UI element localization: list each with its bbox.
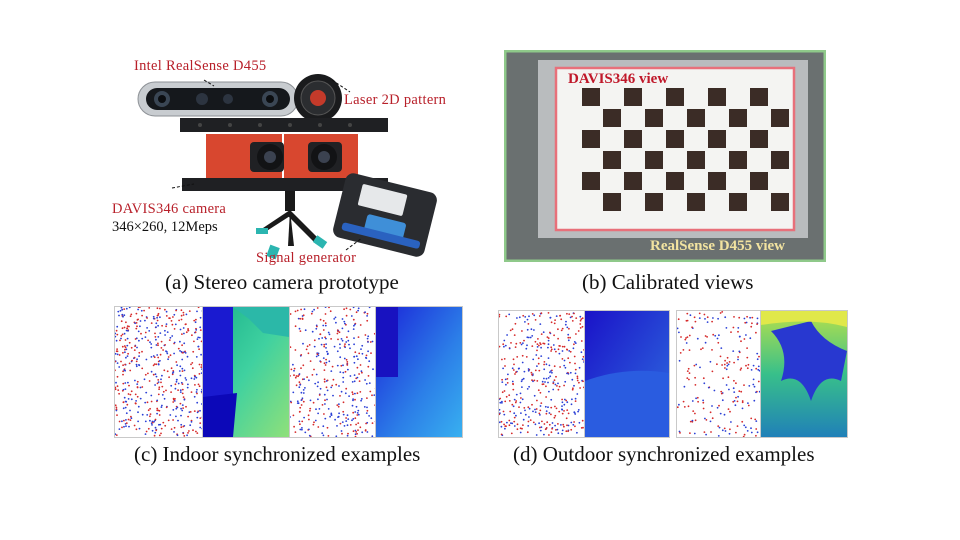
indoor-depth-image-2 [375, 306, 463, 438]
camera-rig-illustration [137, 74, 437, 260]
label-realsense-d455: Intel RealSense D455 [134, 58, 267, 74]
caption-panel-a: (a) Stereo camera prototype [165, 270, 399, 294]
label-davis346-spec: 346×260, 12Meps [112, 219, 218, 235]
checkerboard-pattern [582, 88, 789, 211]
label-davis346-view: DAVIS346 view [568, 71, 669, 87]
outdoor-event-image-1 [498, 310, 586, 438]
caption-panel-b: (b) Calibrated views [582, 270, 754, 294]
label-realsense-view: RealSense D455 view [650, 238, 785, 254]
panel-b-figure [504, 50, 826, 262]
panel-a-figure [110, 50, 470, 270]
outdoor-event-image-2 [676, 310, 762, 438]
label-signal-generator: Signal generator [256, 250, 357, 266]
label-davis346-camera: DAVIS346 camera [112, 201, 227, 217]
label-laser-pattern: Laser 2D pattern [344, 92, 447, 108]
indoor-event-image-2 [289, 306, 377, 438]
outdoor-depth-image-2 [760, 310, 848, 438]
indoor-depth-image-1 [202, 306, 290, 438]
indoor-event-image-1 [114, 306, 204, 438]
caption-panel-c: (c) Indoor synchronized examples [134, 442, 421, 466]
outdoor-depth-image-1 [584, 310, 670, 438]
caption-panel-d: (d) Outdoor synchronized examples [513, 442, 815, 466]
